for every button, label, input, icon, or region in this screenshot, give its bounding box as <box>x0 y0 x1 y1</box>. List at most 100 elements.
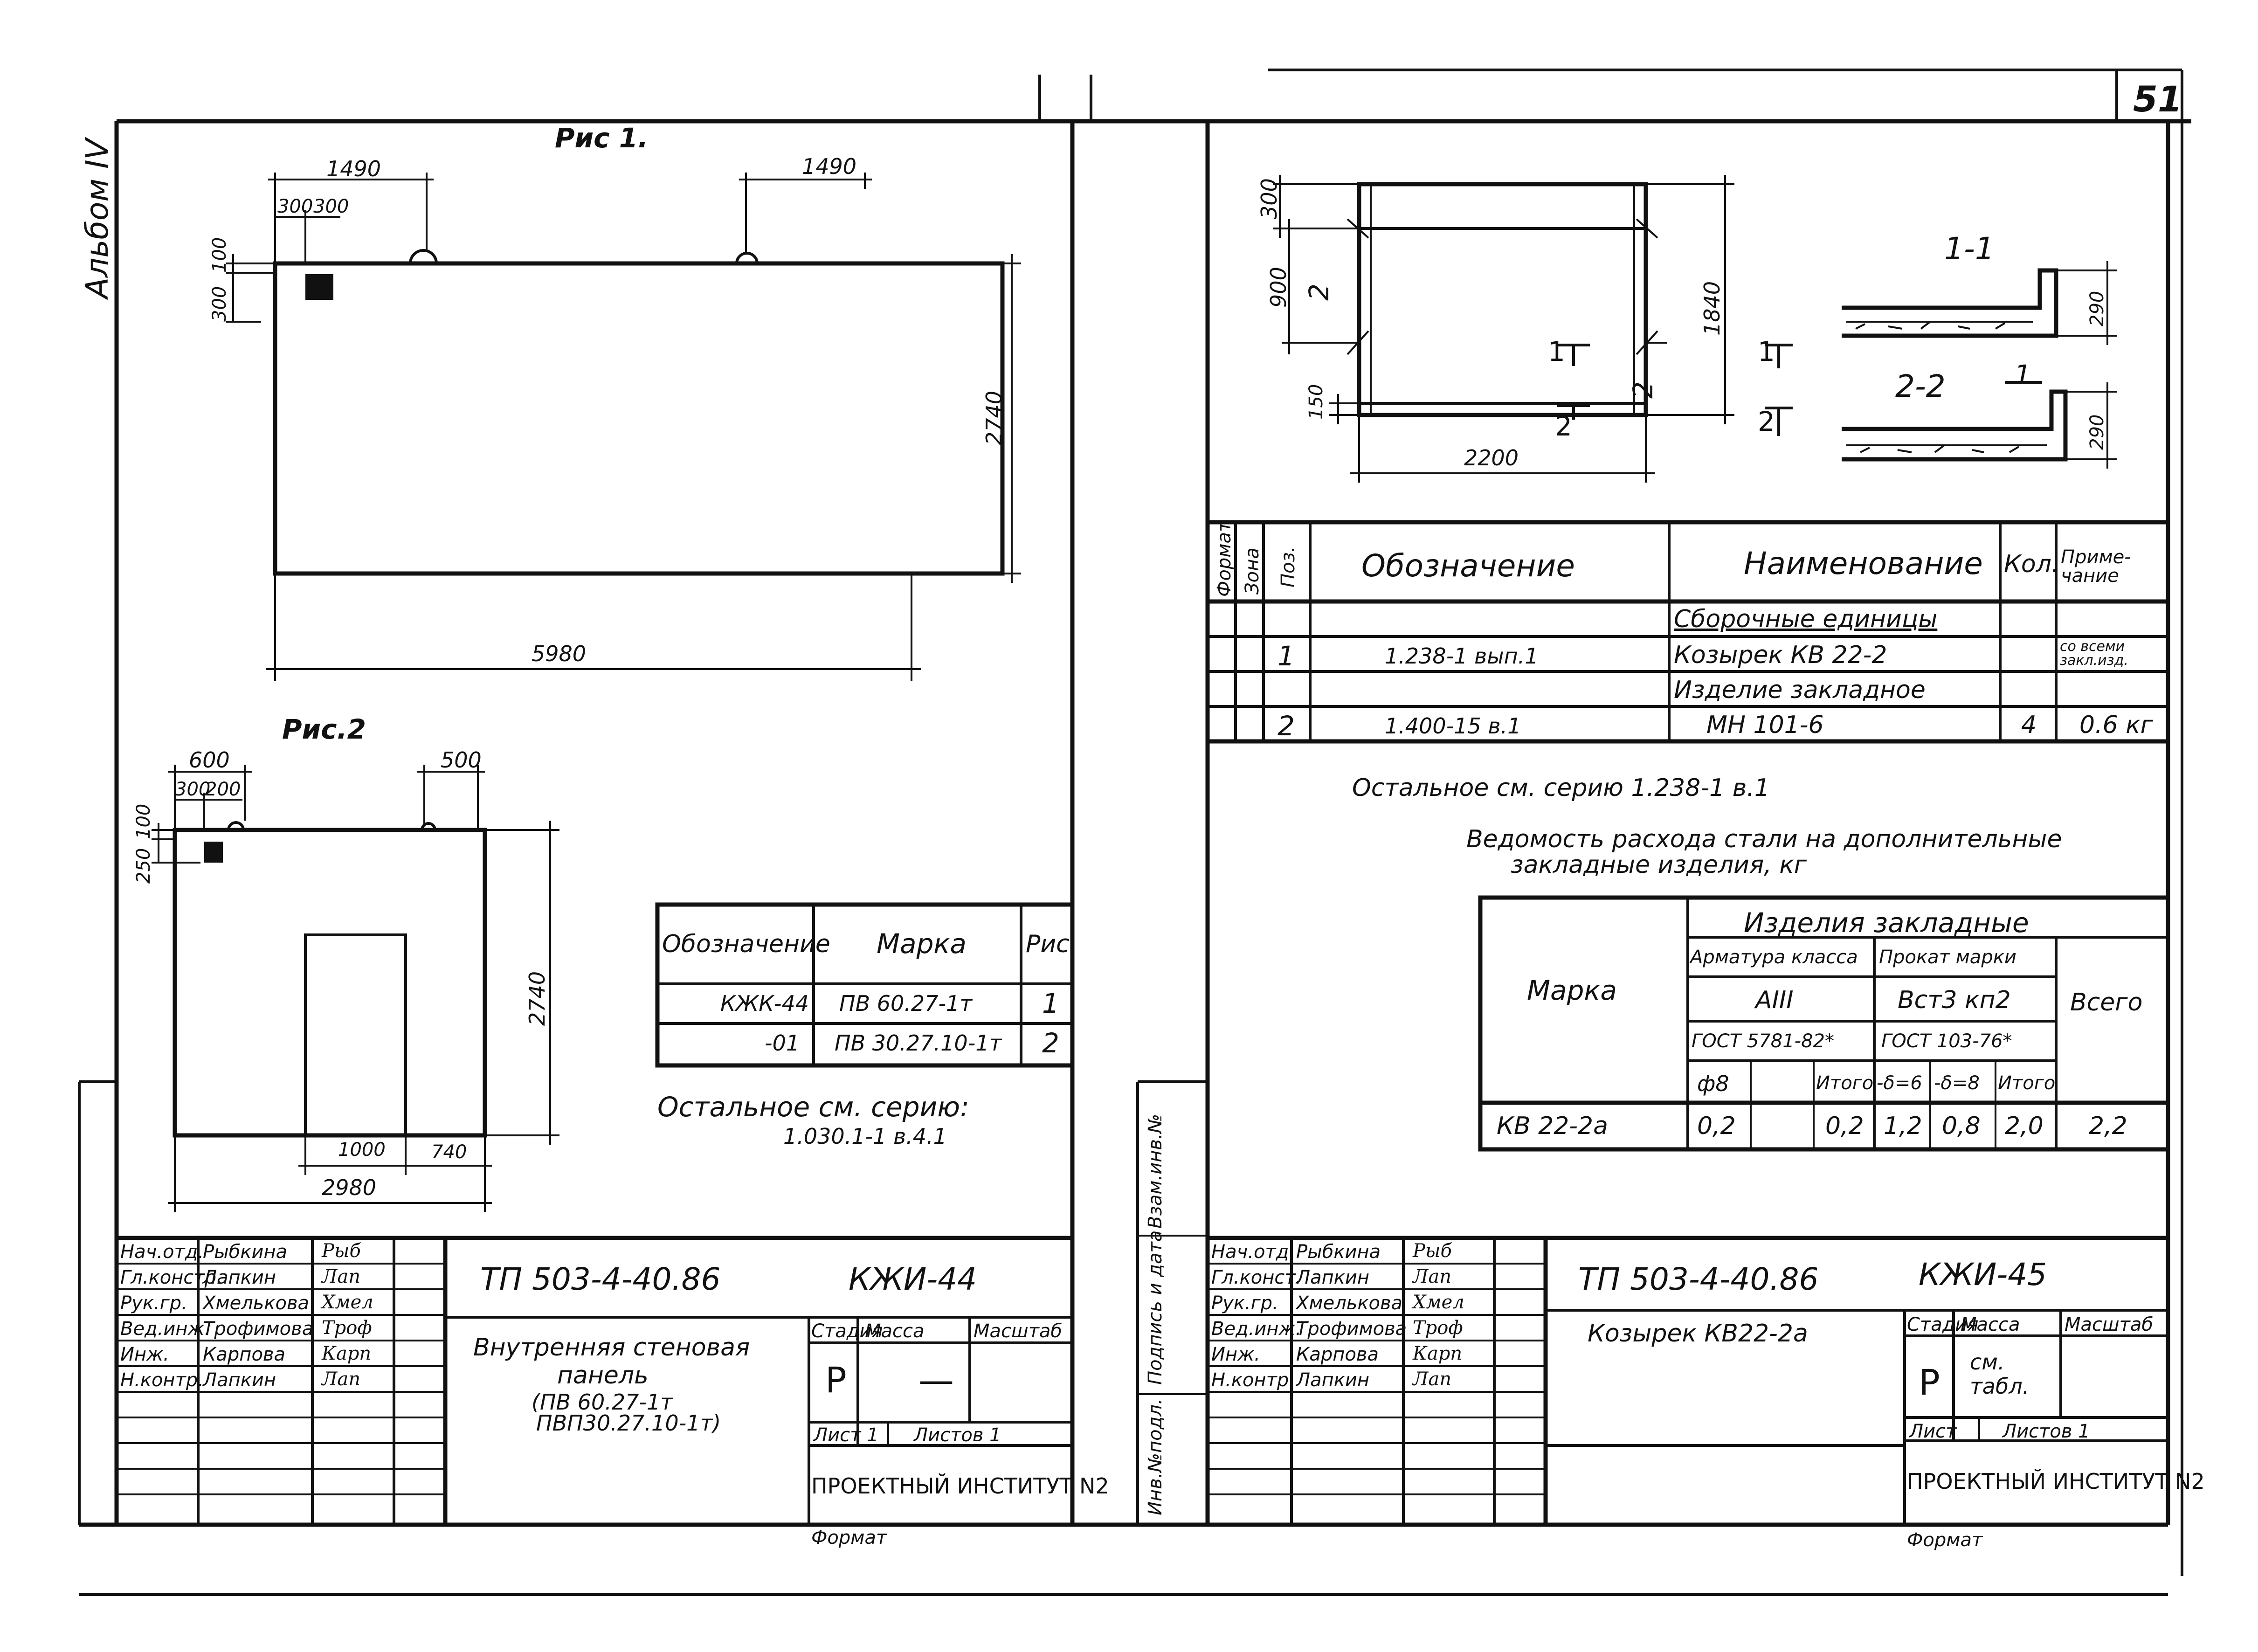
tb-role: Гл.констр. <box>120 1267 222 1288</box>
spec-row-name: Козырек КВ 22-2 <box>1674 641 1887 669</box>
tb-name: Лапкин <box>203 1369 276 1391</box>
side-stamp: Взам.инв.№ <box>1145 1113 1166 1229</box>
fig2-dim: 200 <box>205 779 241 800</box>
tb-sheet: Лист <box>1909 1421 1957 1442</box>
spec-row-pos: 1 <box>1277 640 1295 672</box>
tb-name: Хмелькова <box>203 1293 310 1314</box>
fig2-dim: 600 <box>189 747 230 773</box>
spec-row-des: 1.238-1 вып.1 <box>1385 643 1539 669</box>
spec-side-header: Зона <box>1242 547 1263 594</box>
tb-role: Рук.гр. <box>1211 1293 1278 1314</box>
plan-mark: 2 <box>1555 410 1572 442</box>
tb-code: ТП 503-4-40.86 <box>480 1261 721 1297</box>
table-cell: ПВ 30.27.10-1т <box>835 1030 1002 1056</box>
plan-dim: 300 <box>1257 178 1282 219</box>
steel-header-items: Изделия закладные <box>1744 907 2029 939</box>
section-1-1: 1-1 <box>1944 231 1995 267</box>
tb-role: Вед.инж. <box>120 1318 211 1340</box>
fig1-title: Рис 1. <box>555 122 649 154</box>
tb-name: Хмелькова <box>1296 1293 1403 1314</box>
tb-mark: КЖИ-45 <box>1919 1257 2047 1293</box>
steel-subheader: -δ=8 <box>1934 1072 1980 1094</box>
left-note-line1: Остальное см. серию: <box>657 1091 969 1123</box>
plan-dim: 1840 <box>1699 281 1725 336</box>
fig1-dim: 300 <box>209 286 230 322</box>
plan-mark: 1 <box>1548 336 1565 367</box>
spec-note: Остальное см. серию 1.238-1 в.1 <box>1352 774 1770 802</box>
plan-dim: 900 <box>1266 267 1291 308</box>
tb-stage-label: Стадия <box>1907 1314 1979 1335</box>
sheet-number: 51 <box>2133 78 2182 120</box>
tb-role: Н.контр. <box>1211 1369 1295 1391</box>
steel-title-line2: закладные изделия, кг <box>1511 851 1807 879</box>
steel-row-value: 0,2 <box>1825 1112 1864 1140</box>
side-stamp: Подпись и дата <box>1145 1230 1166 1385</box>
tb-mass: — <box>918 1359 954 1401</box>
plan-mark: 2 <box>1303 283 1335 301</box>
spec-header-qty: Кол. <box>2004 550 2059 578</box>
steel-header-rebar: Арматура класса <box>1690 947 1858 968</box>
tb-scale-label: Масштаб <box>2065 1314 2154 1335</box>
table-cell: ПВ 60.27-1т <box>839 991 973 1016</box>
tb-format: Формат <box>1907 1529 1983 1551</box>
table-cell: -01 <box>765 1030 800 1056</box>
spec-row-name: Изделие закладное <box>1674 676 1926 704</box>
section-dim: 290 <box>2086 414 2108 450</box>
tb-role: Инж. <box>1211 1344 1260 1365</box>
spec-side-header: Поз. <box>1277 546 1299 588</box>
tb-signature: Хмел <box>322 1292 373 1313</box>
fig1-dim: 1490 <box>326 156 381 181</box>
tb-signature: Лап <box>322 1266 360 1287</box>
tb-signature: Троф <box>1413 1317 1463 1339</box>
tb-scale-label: Масштаб <box>974 1320 1063 1342</box>
tb-name: Карпова <box>203 1344 286 1365</box>
tb-signature: Карп <box>322 1343 372 1364</box>
steel-subheader: Итого <box>1816 1072 1874 1094</box>
tb-role: Нач.отд. <box>1211 1241 1295 1263</box>
tb-name-line: ПВП30.27.10-1т) <box>536 1410 721 1436</box>
tb-stage-label: Стадия <box>811 1320 883 1342</box>
spec-side-header: Формат <box>1214 521 1235 597</box>
tb-name-line: Козырек КВ22-2а <box>1588 1320 1808 1348</box>
fig1-dim: 2740 <box>981 390 1007 445</box>
fig1-dim: 100 <box>209 237 230 273</box>
fig1-dim: 1490 <box>802 154 857 179</box>
tb-format: Формат <box>811 1527 887 1548</box>
tb-mass-label: Масса <box>1961 1314 2020 1335</box>
tb-sheets: Листов 1 <box>2003 1421 2090 1442</box>
steel-row-value: 1,2 <box>1884 1112 1922 1140</box>
spec-row-qty: 4 <box>2021 711 2037 739</box>
tb-role: Нач.отд. <box>120 1241 204 1263</box>
spec-header-name: Наименование <box>1744 546 1983 581</box>
fig2-dim: 100 <box>133 803 154 839</box>
tb-name-line: (ПВ 60.27-1т <box>532 1389 673 1415</box>
tb-mark: КЖИ-44 <box>849 1261 977 1297</box>
tb-stage: Р <box>825 1359 847 1401</box>
tb-code: ТП 503-4-40.86 <box>1578 1261 1819 1297</box>
tb-signature: Лап <box>1413 1369 1451 1390</box>
steel-row-value: 0,2 <box>1697 1112 1736 1140</box>
steel-rebar-class: АIII <box>1755 986 1794 1014</box>
tb-role: Н.контр. <box>120 1369 204 1391</box>
fig2-dim: 2980 <box>322 1175 377 1200</box>
steel-header-rolled: Прокат марки <box>1879 947 2016 968</box>
fig2-dim: 250 <box>133 848 154 884</box>
tb-mass-label: Масса <box>865 1320 925 1342</box>
plan-mark: 2 <box>1758 406 1775 437</box>
spec-row-des: 1.400-15 в.1 <box>1385 713 1521 739</box>
spec-row-note: со всеми закл.изд. <box>2060 638 2128 669</box>
spec-row-note: 0.6 кг <box>2079 711 2153 739</box>
fig1-dim: 5980 <box>532 641 587 666</box>
steel-row-mark: КВ 22-2а <box>1497 1112 1609 1140</box>
tb-name-line: Внутренняя стеновая <box>473 1334 750 1362</box>
steel-rolled-gost: ГОСТ 103-76* <box>1881 1030 2012 1052</box>
tb-role: Инж. <box>120 1344 169 1365</box>
plan-dim: 150 <box>1305 384 1327 420</box>
spec-row-name: МН 101-6 <box>1706 711 1824 739</box>
plan-mark: 1 <box>1758 336 1775 367</box>
left-note-line2: 1.030.1-1 в.4.1 <box>783 1124 947 1149</box>
plan-mark: 2 <box>1627 381 1659 399</box>
fig2-dim: 2740 <box>525 971 550 1026</box>
fig2-dim: 1000 <box>338 1139 386 1161</box>
tb-name: Лапкин <box>1296 1267 1370 1288</box>
